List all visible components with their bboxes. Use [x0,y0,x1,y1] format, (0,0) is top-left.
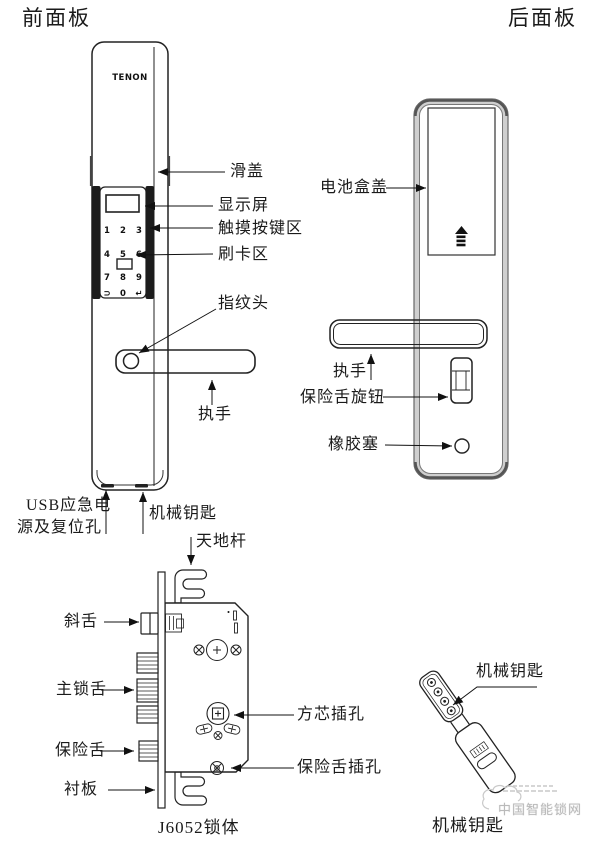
key-1: 1 [104,226,110,236]
deadbolt-part [138,740,159,762]
deadbolt-hole-mark [210,761,224,775]
key-4: 4 [104,250,110,260]
watermark-graphics [482,784,559,810]
label-usb-line2: 源及复位孔 [17,519,103,536]
adjust-slots [195,723,241,740]
key-2: 2 [120,226,126,236]
front-panel-heading: 前面板 [22,6,91,30]
label-latch-bolt: 斜舌 [64,613,99,630]
front-handle [115,349,256,374]
label-fingerprint: 指纹头 [218,295,270,312]
key-pin-holes [426,677,456,716]
battery-cover-push-icon [455,226,468,247]
label-card-reader: 刷卡区 [218,246,270,263]
liner-plate-strip [157,571,166,809]
label-deadbolt-knob: 保险舌旋钮 [300,389,386,406]
leader-rubber-plug [384,441,453,450]
lock-body-drawing [136,569,249,809]
lock-body-caption: J6052锁体 [158,818,240,837]
key-8: 8 [120,273,126,283]
latch-bolt-part [140,612,184,635]
label-touch-keypad: 触摸按键区 [218,220,304,237]
label-liner-plate: 衬板 [64,781,99,798]
rubber-plug [454,438,470,454]
label-front-handle: 执手 [198,406,233,423]
deadbolt-knob [450,357,473,404]
mechanical-key-drawing [419,670,516,794]
spindle-rod-bottom [174,771,208,806]
key-back: ⊃ [103,289,110,299]
keypad-module [92,186,154,299]
watermark-cloud [482,784,522,810]
main-bolt-part [136,652,159,724]
label-display: 显示屏 [218,197,270,214]
key-0: 0 [120,289,126,299]
leader-mechanical-key [452,686,537,706]
key-brand-emboss [469,741,489,759]
usb-port-slot [101,484,114,488]
label-back-handle: 执手 [333,363,368,380]
back-handle [329,319,488,349]
label-usb-line1: USB应急电 [26,497,112,514]
card-reader-mark [116,258,133,270]
brand-logo: TENON [112,73,148,83]
label-spindle-rod: 天地杆 [196,533,248,550]
square-core-hole-mark [206,701,230,726]
back-panel-heading: 后面板 [508,6,577,30]
key-hole-slot [135,484,148,488]
label-deadbolt: 保险舌 [55,742,107,759]
label-rubber-plug: 橡胶塞 [328,436,380,453]
label-square-core-hole: 方芯插孔 [297,706,366,723]
key-5: 5 [120,250,126,260]
key-9: 9 [136,273,142,283]
label-slide-cover: 滑盖 [230,163,265,180]
label-front-mech-key: 机械钥匙 [149,505,218,522]
leader-fingerprint [138,308,217,354]
label-main-bolt: 主锁舌 [56,681,108,698]
spindle-rod-top [174,569,208,604]
key-enter: ↵ [135,289,142,299]
front-panel-drawing: TENON 1 2 3 4 5 6 7 8 9 ⊃ 0 ↵ [89,41,256,491]
label-deadbolt-hole: 保险舌插孔 [297,759,383,776]
key-3: 3 [136,226,142,236]
key-7: 7 [104,273,110,283]
label-mechanical-key: 机械钥匙 [476,663,545,680]
label-battery-cover: 电池盒盖 [320,179,389,196]
leader-lines [100,168,537,794]
fingerprint-sensor [122,352,140,370]
back-panel-drawing [329,98,509,480]
leader-card-reader [135,250,214,259]
screw-row [193,639,242,661]
key-blade-slot [477,752,497,770]
watermark-text: 中国智能锁网 [498,802,583,817]
display-screen [105,194,140,213]
mechanical-key-caption: 机械钥匙 [432,816,504,835]
